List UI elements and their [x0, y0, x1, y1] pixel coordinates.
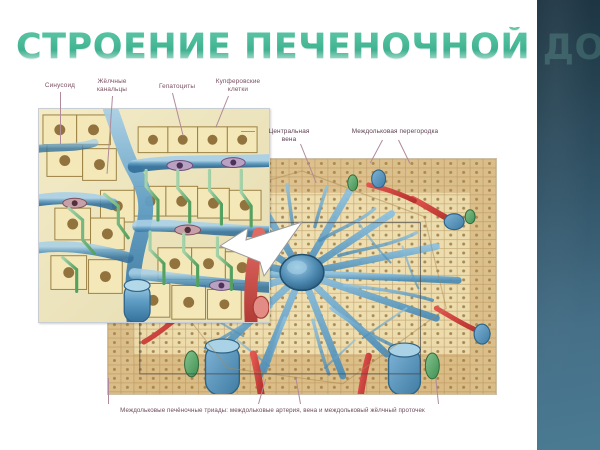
page-title: СТРОЕНИЕ ПЕЧЕНОЧНОЙ ДОЛЬКИ — [16, 27, 600, 67]
label-central-vein: Центральная вена — [268, 128, 310, 143]
leader-central-vein-dash — [241, 131, 255, 132]
hepatocyte-detail-illustration — [38, 108, 270, 323]
vein-stub-shape — [123, 278, 151, 322]
leader-sinusoid — [60, 92, 61, 144]
label-sinusoid: Синусоид — [44, 82, 76, 89]
leader-triad-4 — [108, 378, 109, 404]
panel-sheen — [537, 0, 600, 450]
inset-artwork — [39, 109, 269, 322]
label-bile-canaliculi: Жёлчные канальцы — [96, 78, 128, 93]
central-vein-shape — [279, 253, 325, 292]
label-interlobular-septum: Междольковая перегородка — [351, 128, 439, 135]
zoom-arrow — [218, 218, 304, 280]
right-decorative-panel — [537, 0, 600, 450]
bile-canaliculi-shapes — [61, 168, 253, 293]
zoom-arrow-icon — [218, 221, 304, 278]
label-hepatocytes: Гепатоциты — [158, 83, 196, 90]
figure-caption: Междольковые печёночные триады: междольк… — [120, 407, 425, 414]
kupffer-cell-shapes — [62, 157, 246, 291]
label-kupffer-cells: Купферовские клетки — [215, 78, 261, 93]
figure-stage: Синусоид Жёлчные канальцы Гепатоциты Куп… — [0, 78, 537, 438]
